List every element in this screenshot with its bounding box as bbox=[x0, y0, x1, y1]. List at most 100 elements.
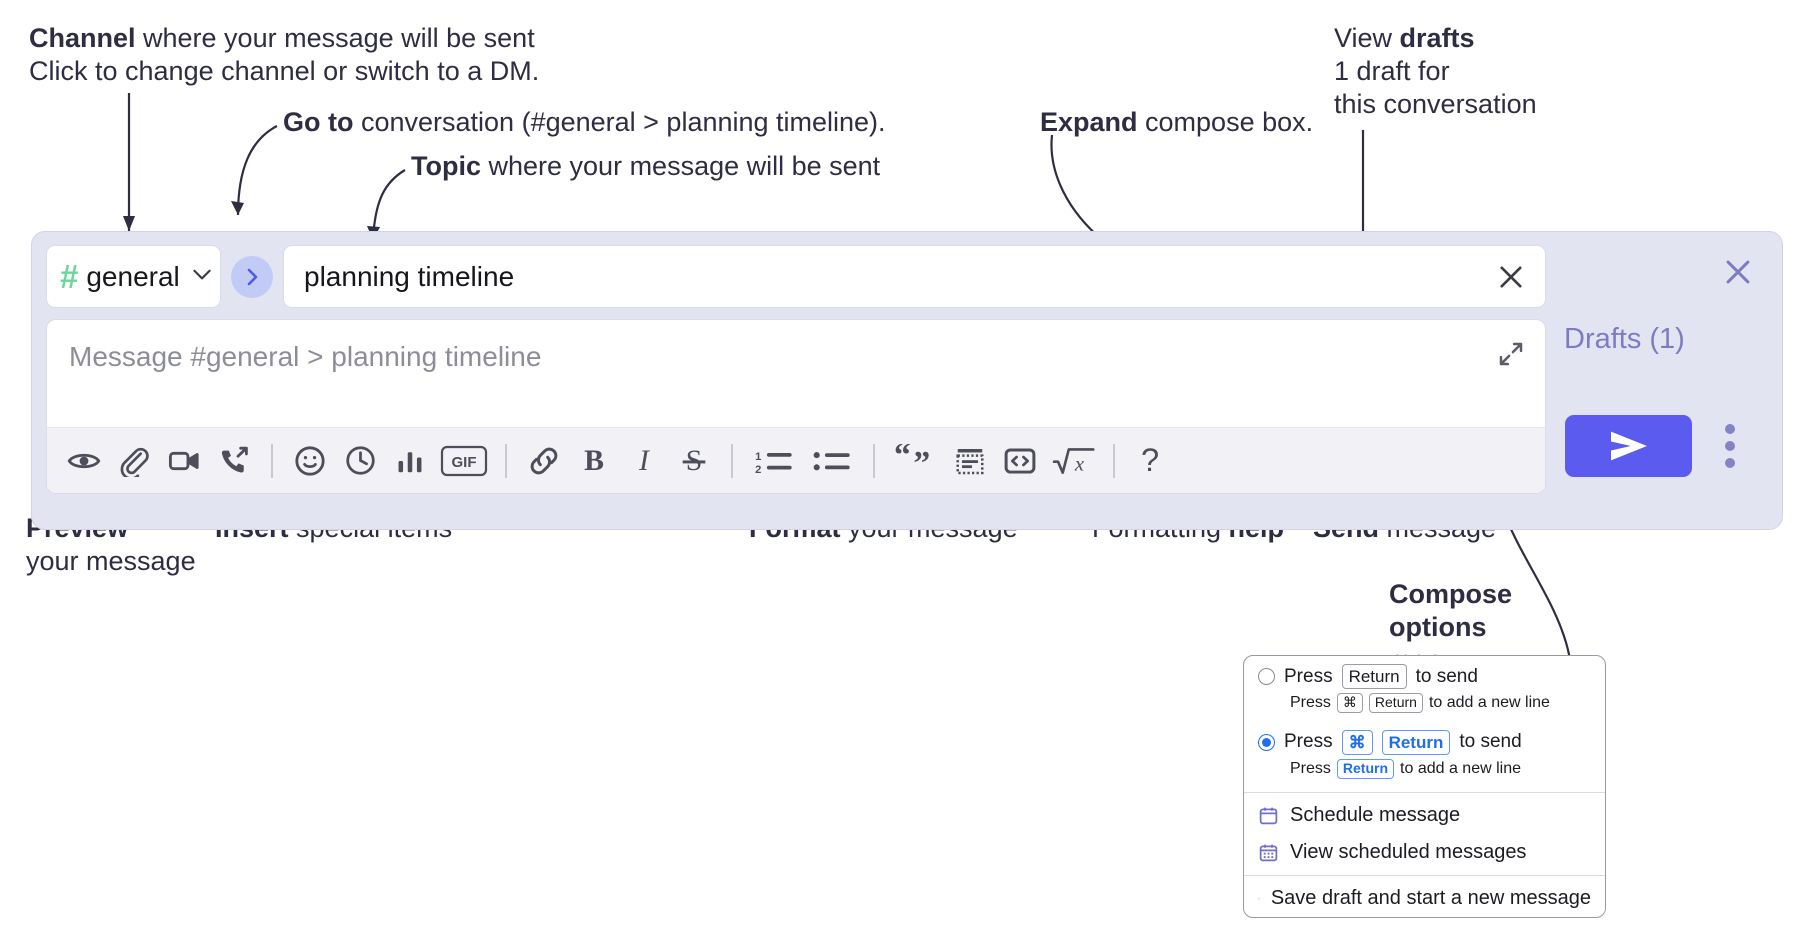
video-button[interactable] bbox=[159, 436, 209, 486]
channel-name: general bbox=[86, 260, 180, 292]
square-root-icon: x bbox=[1052, 447, 1095, 475]
goto-conversation-button[interactable] bbox=[231, 255, 273, 298]
send-button[interactable] bbox=[1565, 415, 1692, 477]
bar-chart-icon bbox=[398, 451, 422, 472]
annotation-goto-bold: Go to bbox=[283, 107, 354, 137]
clear-topic-button[interactable] bbox=[1491, 257, 1531, 297]
calendar-icon bbox=[1259, 807, 1278, 824]
toolbar-divider-3 bbox=[731, 443, 733, 478]
chevron-down-icon bbox=[189, 261, 215, 292]
topic-value: planning timeline bbox=[304, 260, 515, 292]
menu-item-save-draft[interactable]: Save draft and start a new message bbox=[1244, 880, 1605, 917]
menu-item-schedule-message[interactable]: Schedule message bbox=[1244, 797, 1605, 834]
toolbar-divider-2 bbox=[505, 443, 507, 478]
option1-post: to send bbox=[1415, 665, 1478, 687]
attach-button[interactable] bbox=[109, 436, 159, 486]
svg-text:1: 1 bbox=[755, 450, 761, 462]
option1-sub-pre: Press bbox=[1290, 694, 1331, 711]
svg-text:?: ? bbox=[1141, 444, 1159, 478]
smiley-icon bbox=[295, 445, 325, 476]
annotation-topic-rest: where your message will be sent bbox=[481, 151, 881, 181]
file-check-icon bbox=[1258, 897, 1260, 899]
blockquote-button[interactable]: “ ” bbox=[887, 436, 945, 486]
italic-icon: I bbox=[638, 444, 651, 477]
message-input[interactable]: Message #general > planning timeline bbox=[47, 320, 1545, 427]
paperclip-icon bbox=[120, 447, 149, 477]
schedule-button[interactable] bbox=[335, 436, 385, 486]
close-compose-button[interactable] bbox=[1716, 250, 1760, 294]
menu-option1-sub: Press ⌘ Return to add a new line bbox=[1244, 693, 1605, 722]
menu-option2-sub: Press Return to add a new line bbox=[1244, 759, 1605, 788]
svg-text:2: 2 bbox=[755, 463, 761, 475]
svg-text:GIF: GIF bbox=[452, 454, 477, 471]
channel-selector[interactable]: # general bbox=[46, 245, 221, 308]
annotation-channel: Channel where your message will be sent … bbox=[29, 22, 539, 88]
option2-post: to send bbox=[1459, 731, 1522, 753]
bulleted-list-button[interactable] bbox=[803, 436, 861, 486]
menu-divider-2 bbox=[1244, 874, 1605, 876]
link-button[interactable] bbox=[519, 436, 569, 486]
annotation-channel-bold: Channel bbox=[29, 23, 136, 53]
ordered-list-icon: 1 2 bbox=[755, 450, 792, 475]
gif-icon: GIF bbox=[440, 445, 488, 476]
topic-input[interactable]: planning timeline bbox=[283, 245, 1546, 308]
annotation-channel-rest: where your message will be sent bbox=[135, 23, 535, 53]
menu-item-label: Schedule message bbox=[1290, 803, 1461, 826]
inline-code-button[interactable] bbox=[995, 436, 1045, 486]
message-placeholder: Message #general > planning timeline bbox=[69, 341, 542, 372]
drafts-link[interactable]: Drafts (1) bbox=[1564, 323, 1685, 355]
link-icon bbox=[530, 447, 558, 474]
annotation-drafts-bold: drafts bbox=[1399, 23, 1475, 53]
bold-icon: B bbox=[584, 444, 604, 477]
toolbar-divider-4 bbox=[873, 443, 875, 478]
kbd-return-sub: Return bbox=[1368, 693, 1423, 713]
close-icon bbox=[1726, 260, 1750, 284]
code-block-icon bbox=[956, 448, 984, 474]
send-icon bbox=[1610, 431, 1647, 461]
kebab-dot-1 bbox=[1725, 424, 1735, 434]
menu-item-label: Save draft and start a new message bbox=[1270, 886, 1591, 909]
ordered-list-button[interactable]: 1 2 bbox=[745, 436, 803, 486]
bulleted-list-icon bbox=[813, 451, 850, 470]
option1-sub-post: to add a new line bbox=[1428, 694, 1550, 711]
emoji-button[interactable] bbox=[285, 436, 335, 486]
code-block-button[interactable] bbox=[945, 436, 995, 486]
menu-option-return-to-send[interactable]: Press Return to send bbox=[1244, 656, 1605, 693]
annotation-goto-rest: conversation (#general > planning timeli… bbox=[353, 107, 886, 137]
huddle-button[interactable] bbox=[209, 436, 259, 486]
italic-button[interactable]: I bbox=[619, 436, 669, 486]
strikethrough-button[interactable]: S bbox=[669, 436, 719, 486]
menu-option-cmd-return-to-send[interactable]: Press ⌘ Return to send bbox=[1244, 722, 1605, 759]
annotation-drafts: View drafts 1 draft for this conversatio… bbox=[1334, 22, 1537, 121]
math-button[interactable]: x bbox=[1045, 436, 1103, 486]
compose-header-row: # general planning timeline bbox=[46, 245, 1546, 308]
annotation-topic-bold: Topic bbox=[411, 151, 481, 181]
annotation-channel-sub: Click to change channel or switch to a D… bbox=[29, 55, 540, 86]
hash-icon: # bbox=[60, 258, 78, 295]
bold-button[interactable]: B bbox=[569, 436, 619, 486]
gif-button[interactable]: GIF bbox=[435, 436, 493, 486]
annotation-preview-line2: your message bbox=[26, 545, 196, 576]
kbd-return-2: Return bbox=[1381, 729, 1451, 755]
preview-button[interactable] bbox=[59, 436, 109, 486]
video-camera-icon bbox=[168, 451, 199, 470]
radio-return-to-send[interactable] bbox=[1258, 668, 1275, 686]
annotation-expand-rest: compose box. bbox=[1137, 107, 1314, 137]
formatting-toolbar: GIF B I bbox=[47, 427, 1545, 493]
help-button[interactable]: ? bbox=[1125, 436, 1175, 486]
expand-compose-button[interactable] bbox=[1491, 334, 1531, 374]
menu-item-view-scheduled-messages[interactable]: View scheduled messages bbox=[1244, 834, 1605, 871]
kebab-dot-3 bbox=[1725, 458, 1735, 468]
annotation-compose-options-bold2: options bbox=[1389, 611, 1487, 642]
svg-text:I: I bbox=[638, 444, 651, 477]
radio-cmd-return-to-send[interactable] bbox=[1258, 733, 1275, 751]
toolbar-divider-5 bbox=[1113, 443, 1115, 478]
annotation-drafts-sub1: 1 draft for bbox=[1334, 55, 1450, 86]
compose-options-button[interactable] bbox=[1712, 417, 1748, 475]
annotation-topic: Topic where your message will be sent bbox=[411, 150, 880, 183]
kebab-dot-2 bbox=[1725, 441, 1735, 451]
toolbar-divider-1 bbox=[271, 443, 273, 478]
poll-button[interactable] bbox=[385, 436, 435, 486]
kbd-command-2: ⌘ bbox=[1341, 729, 1373, 755]
kbd-return-sub-2: Return bbox=[1336, 759, 1395, 779]
